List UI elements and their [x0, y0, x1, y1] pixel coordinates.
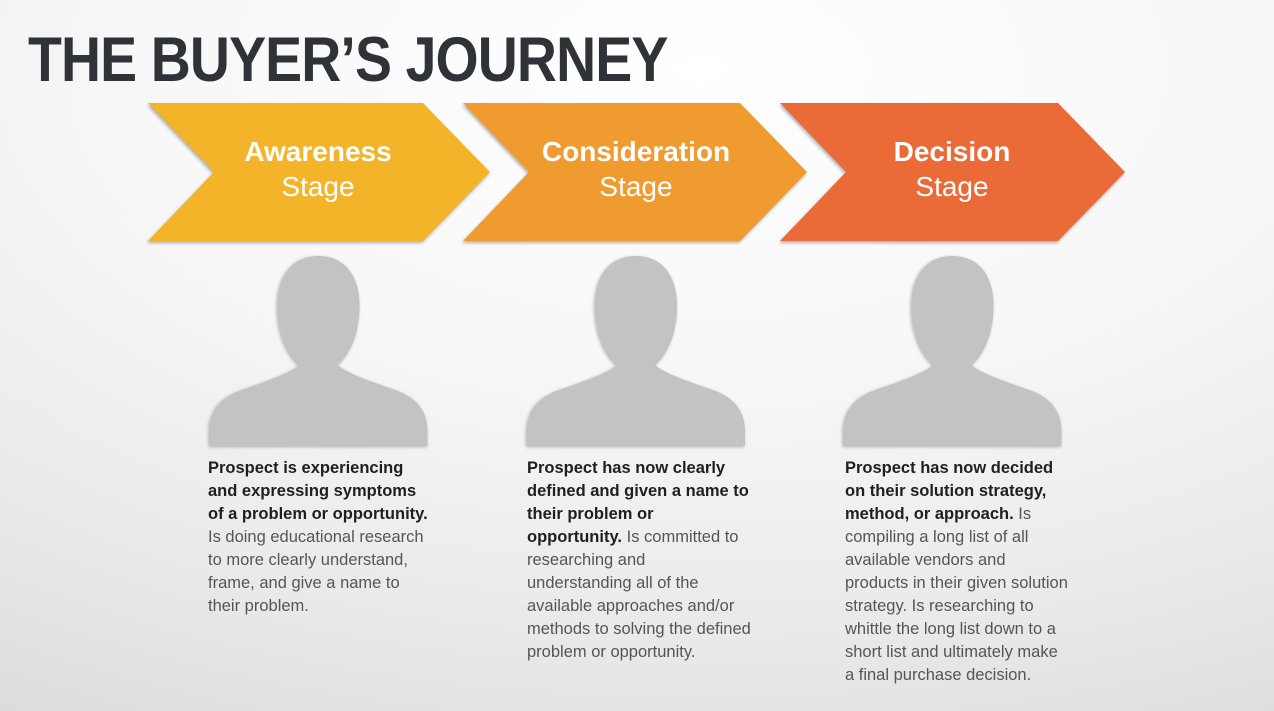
description-body: Is compiling a long list of all availabl…	[845, 505, 1068, 684]
person-silhouette-consideration	[527, 256, 745, 446]
description-body: Is committed to researching and understa…	[527, 528, 751, 661]
description-lead: Prospect is experiencing and expressing …	[208, 459, 428, 523]
person-silhouettes	[209, 256, 1062, 446]
awareness-arrow	[148, 103, 490, 241]
description-awareness: Prospect is experiencing and expressing …	[208, 457, 432, 618]
decision-arrow	[780, 103, 1125, 241]
description-lead: Prospect has now clearly defined and giv…	[527, 459, 749, 546]
page-title: THE BUYER’S JOURNEY	[28, 25, 668, 95]
person-silhouette-decision	[843, 256, 1062, 446]
description-lead: Prospect has now decided on their soluti…	[845, 459, 1054, 523]
description-body: Is doing educational research to more cl…	[208, 528, 424, 615]
description-decision: Prospect has now decided on their soluti…	[845, 457, 1069, 687]
person-silhouette-awareness	[209, 256, 428, 446]
consideration-arrow	[463, 103, 807, 241]
description-consideration: Prospect has now clearly defined and giv…	[527, 457, 751, 664]
stage-arrows	[148, 103, 1125, 241]
